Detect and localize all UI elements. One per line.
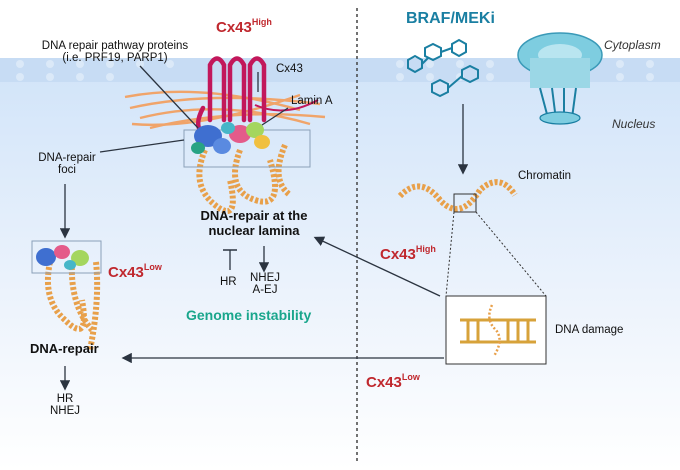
hr-inhibited-label: HR <box>220 276 237 288</box>
membrane-beads <box>16 60 654 81</box>
cx43-label: Cx43 <box>276 63 303 75</box>
dna-damage-label: DNA damage <box>555 324 624 336</box>
lamina-repair-label: DNA-repair at the nuclear lamina <box>200 208 308 238</box>
foci-box-left <box>31 240 102 274</box>
braf-meki-molecules <box>407 38 479 98</box>
cx43-low-left-label: Cx43Low <box>108 262 162 281</box>
nuclear-pore <box>517 32 603 125</box>
cx43-connexin <box>195 56 267 141</box>
nucleus-label: Nucleus <box>612 117 656 131</box>
chromatin-lamina <box>196 143 292 214</box>
dna-break <box>488 304 501 357</box>
genome-instability-label: Genome instability <box>186 307 312 323</box>
chromatin-right <box>397 179 518 212</box>
cx43-low-bottom-label: Cx43Low <box>366 372 420 391</box>
cx43-high-top-label: Cx43High <box>216 17 272 36</box>
arrow-damage-lamina <box>313 236 441 297</box>
repair-proteins-top <box>191 122 270 154</box>
dna-repair-label: DNA-repair <box>30 341 99 356</box>
hr-nhej-bottom-label: HR NHEJ <box>49 393 81 417</box>
pointer-lines <box>99 65 289 153</box>
foci-label: DNA-repair foci <box>38 152 96 176</box>
lamin-a-label: Lamin A <box>291 95 333 107</box>
braf-meki-label: BRAF/MEKi <box>406 10 495 27</box>
dna-repair-proteins-label: DNA repair pathway proteins (i.e. PRF19,… <box>41 40 189 64</box>
cx43-high-mid-label: Cx43High <box>380 244 436 263</box>
nucleus-region <box>0 80 680 470</box>
chromatin-left <box>44 261 101 351</box>
nhej-aej-label: NHEJ A-EJ <box>249 272 281 296</box>
chromatin-label: Chromatin <box>518 170 572 182</box>
repair-proteins-left <box>36 245 89 270</box>
dna-damage-ladder <box>460 318 536 344</box>
cytoplasm-label: Cytoplasm <box>604 38 661 52</box>
zoom-box-small <box>453 193 477 213</box>
